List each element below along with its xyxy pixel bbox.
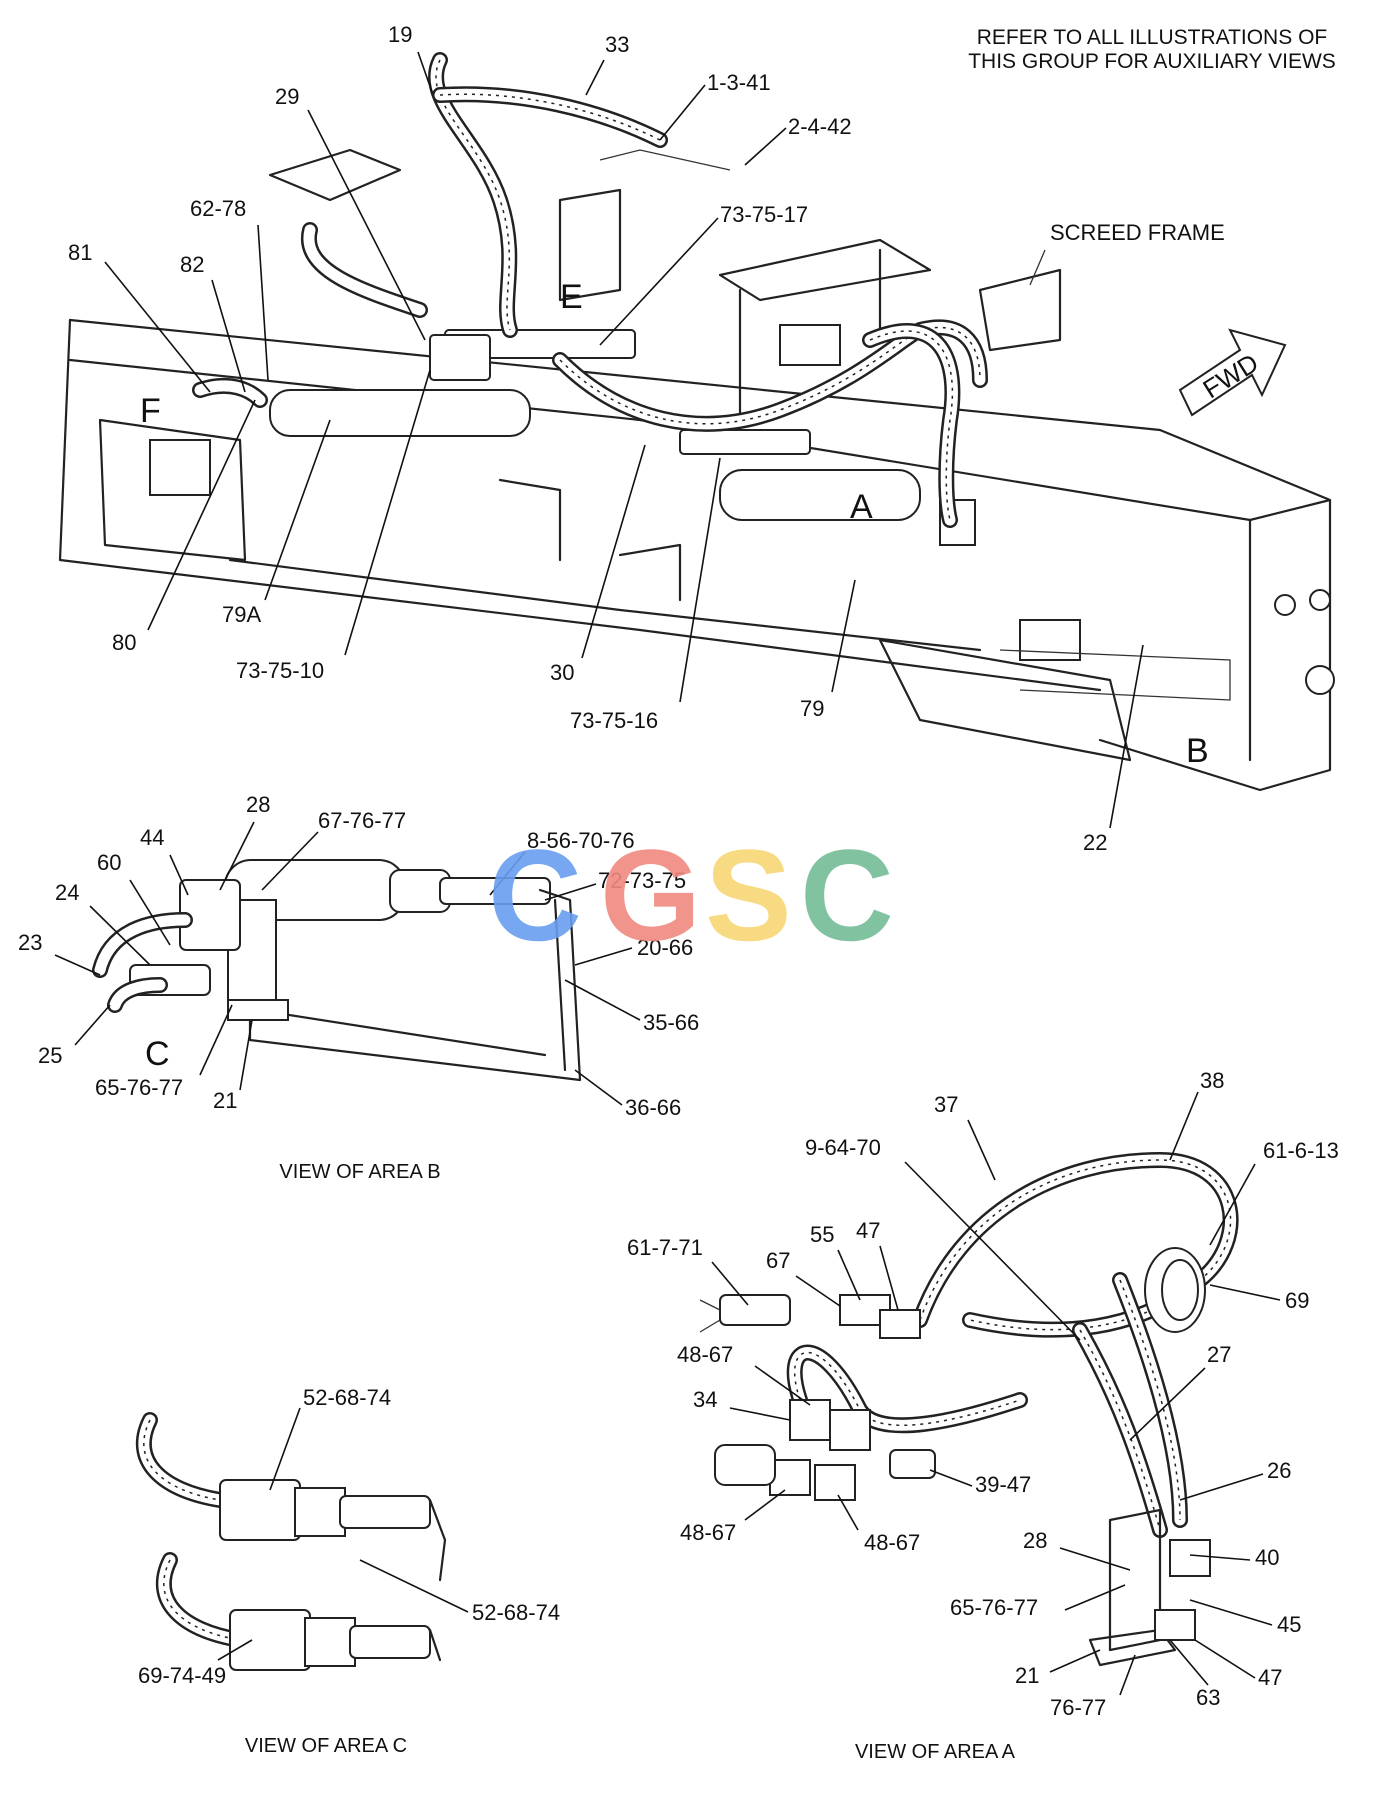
callout-48-67-top: 48-67	[677, 1342, 733, 1367]
callout-79: 79	[800, 696, 824, 721]
callout-36-66: 36-66	[625, 1095, 681, 1120]
area-letter-b: B	[1186, 732, 1209, 770]
callout-19: 19	[388, 22, 412, 47]
view-c-drawing	[135, 1412, 447, 1671]
area-letter-e: E	[560, 278, 583, 316]
caption-view-c: VIEW OF AREA C	[245, 1735, 407, 1757]
callout-34: 34	[693, 1387, 717, 1412]
callout-61-6-13: 61-6-13	[1263, 1138, 1339, 1163]
callout-63: 63	[1196, 1685, 1220, 1710]
callout-24: 24	[55, 880, 79, 905]
callout-55: 55	[810, 1222, 834, 1247]
callout-80: 80	[112, 630, 136, 655]
note-line-1: REFER TO ALL ILLUSTRATIONS OF	[977, 26, 1327, 49]
callout-28: 28	[246, 792, 270, 817]
callout-73-75-10: 73-75-10	[236, 658, 324, 683]
callout-45: 45	[1277, 1612, 1301, 1637]
callout-33: 33	[605, 32, 629, 57]
callout-30: 30	[550, 660, 574, 685]
view-a-callouts: 38 37 9-64-70 61-6-13 61-7-71 55 47 67 6…	[627, 1068, 1339, 1720]
cgsc-watermark: C G S C	[488, 822, 894, 968]
callout-28-area-a: 28	[1023, 1528, 1047, 1553]
callout-65-76-77-area-a: 65-76-77	[950, 1595, 1038, 1620]
callout-81: 81	[68, 240, 92, 265]
area-letter-a: A	[850, 488, 873, 526]
caption-view-b: VIEW OF AREA B	[279, 1161, 440, 1183]
callout-1-3-41: 1-3-41	[707, 70, 771, 95]
watermark-letter-s: S	[705, 822, 792, 968]
area-letter-f: F	[140, 392, 161, 430]
callout-48-67-left: 48-67	[680, 1520, 736, 1545]
callout-60: 60	[97, 850, 121, 875]
watermark-letter-c2: C	[800, 822, 894, 968]
callout-21: 21	[213, 1088, 237, 1113]
view-b-callouts: 28 67-76-77 44 60 24 23 25 8-56-70-76 72…	[18, 792, 699, 1120]
callout-79a: 79A	[222, 602, 261, 627]
callout-67: 67	[766, 1248, 790, 1273]
callout-52-68-74-bottom: 52-68-74	[472, 1600, 560, 1625]
callout-47-bottom: 47	[1258, 1665, 1282, 1690]
note-line-2: THIS GROUP FOR AUXILIARY VIEWS	[968, 50, 1336, 73]
callout-23: 23	[18, 930, 42, 955]
callout-69: 69	[1285, 1288, 1309, 1313]
callout-35-66: 35-66	[643, 1010, 699, 1035]
callout-27: 27	[1207, 1342, 1231, 1367]
callout-22: 22	[1083, 830, 1107, 855]
main-view-callouts: 19 33 1-3-41 2-4-42 29 62-78 73-75-17 81…	[68, 22, 1144, 855]
view-b-drawing	[92, 859, 582, 1082]
callout-21-area-a: 21	[1015, 1663, 1039, 1688]
fwd-arrow-icon: FWD	[1178, 328, 1287, 417]
callout-82: 82	[180, 252, 204, 277]
callout-26: 26	[1267, 1458, 1291, 1483]
callout-73-75-17: 73-75-17	[720, 202, 808, 227]
view-a-drawing	[699, 1151, 1239, 1667]
callout-37: 37	[934, 1092, 958, 1117]
callout-62-78: 62-78	[190, 196, 246, 221]
watermark-letter-c1: C	[488, 822, 582, 968]
callout-8-56-70-76: 8-56-70-76	[527, 828, 635, 853]
callout-65-76-77: 65-76-77	[95, 1075, 183, 1100]
screed-frame-label: SCREED FRAME	[1050, 220, 1225, 245]
callout-2-4-42: 2-4-42	[788, 114, 852, 139]
callout-52-68-74-top: 52-68-74	[303, 1385, 391, 1410]
view-c-callouts: 52-68-74 52-68-74 69-74-49	[138, 1385, 560, 1688]
watermark-letter-g: G	[600, 822, 701, 968]
callout-72-73-75: 72-73-75	[598, 868, 686, 893]
area-letter-c: C	[145, 1035, 170, 1073]
callout-44: 44	[140, 825, 164, 850]
callout-29: 29	[275, 84, 299, 109]
callout-73-75-16: 73-75-16	[570, 708, 658, 733]
callout-25: 25	[38, 1043, 62, 1068]
callout-39-47: 39-47	[975, 1472, 1031, 1497]
callout-48-67-mid: 48-67	[864, 1530, 920, 1555]
caption-view-a: VIEW OF AREA A	[855, 1741, 1016, 1763]
callout-47-top: 47	[856, 1218, 880, 1243]
callout-76-77: 76-77	[1050, 1695, 1106, 1720]
callout-69-74-49: 69-74-49	[138, 1663, 226, 1688]
callout-9-64-70: 9-64-70	[805, 1135, 881, 1160]
callout-61-7-71: 61-7-71	[627, 1235, 703, 1260]
callout-20-66: 20-66	[637, 935, 693, 960]
callout-40: 40	[1255, 1545, 1279, 1570]
callout-67-76-77: 67-76-77	[318, 808, 406, 833]
callout-38: 38	[1200, 1068, 1224, 1093]
